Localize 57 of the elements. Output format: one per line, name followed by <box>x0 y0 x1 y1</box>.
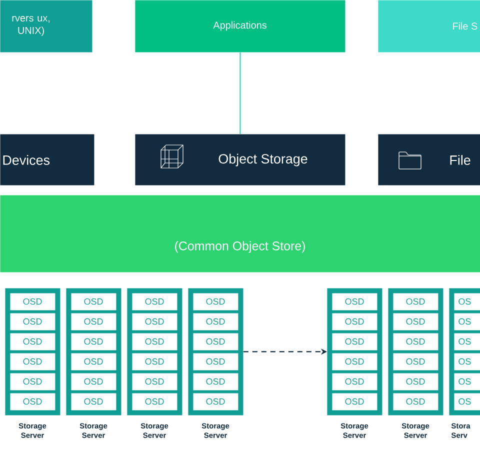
box-label: Applications <box>213 21 266 31</box>
osd-cell: OSD <box>332 353 378 370</box>
osd-cell: OS <box>454 293 480 310</box>
osd-cell: OS <box>454 333 480 350</box>
osd-cell: OSD <box>193 313 238 330</box>
osd-cell: OSD <box>71 353 116 370</box>
osd-cell: OSD <box>332 373 378 390</box>
osd-cell: OSD <box>10 393 56 410</box>
osd-cell: OS <box>454 373 480 390</box>
osd-cell: OS <box>454 393 480 410</box>
box-label: File S <box>453 22 478 30</box>
interface-box <box>135 134 346 186</box>
box-label: Devices <box>3 155 50 165</box>
osd-cell: OSD <box>132 293 178 310</box>
osd-cell: OSD <box>193 353 238 370</box>
osd-cell: OSD <box>393 353 438 370</box>
osd-cell: OSD <box>132 393 178 410</box>
osd-cell: OSD <box>71 373 116 390</box>
box-label: File <box>450 155 470 165</box>
osd-cell: OSD <box>332 393 378 410</box>
osd-cell: OSD <box>10 313 56 330</box>
osd-cell: OSD <box>10 353 56 370</box>
osd-cell: OSD <box>393 373 438 390</box>
osd-cell: OSD <box>393 313 438 330</box>
osd-cell: OSD <box>71 313 116 330</box>
connector <box>240 52 241 134</box>
osd-cell: OSD <box>132 333 178 350</box>
osd-cell: OSD <box>332 313 378 330</box>
osd-cell: OSD <box>193 373 238 390</box>
box-label: (Common Object Store) <box>175 241 305 253</box>
client-box <box>378 0 480 52</box>
interface-box <box>378 134 480 186</box>
osd-cell: OSD <box>132 353 178 370</box>
osd-cell: OSD <box>393 393 438 410</box>
client-box <box>0 0 92 52</box>
osd-cell: OSD <box>71 293 116 310</box>
osd-cell: OSD <box>10 293 56 310</box>
store-band <box>0 195 480 272</box>
osd-cell: OSD <box>332 293 378 310</box>
osd-cell: OSD <box>393 333 438 350</box>
osd-cell: OSD <box>132 373 178 390</box>
osd-cell: OSD <box>10 333 56 350</box>
osd-cell: OSD <box>71 333 116 350</box>
osd-cell: OSD <box>132 313 178 330</box>
osd-cell: OSD <box>193 293 238 310</box>
osd-cell: OSD <box>71 393 116 410</box>
osd-cell: OSD <box>332 333 378 350</box>
osd-cell: OS <box>454 353 480 370</box>
osd-cell: OSD <box>393 293 438 310</box>
client-box <box>135 0 346 52</box>
osd-cell: OS <box>454 313 480 330</box>
interface-box <box>0 134 94 186</box>
box-label: Object Storage <box>218 154 308 166</box>
box-label: rvers ux, UNIX) <box>12 16 50 36</box>
osd-cell: OSD <box>193 333 238 350</box>
osd-cell: OSD <box>10 373 56 390</box>
osd-cell: OSD <box>193 393 238 410</box>
